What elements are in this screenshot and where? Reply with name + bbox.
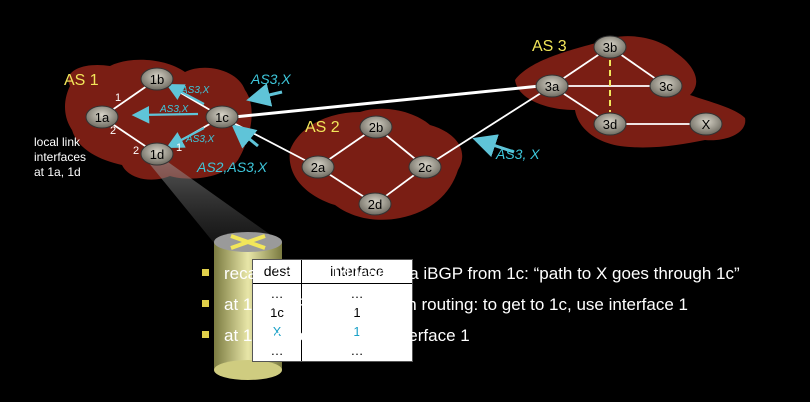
router-1a (85, 105, 119, 129)
router-2c (408, 155, 442, 179)
router-x-label: X (702, 117, 711, 132)
interface-header: interface (302, 260, 412, 284)
advert-as3x-outer: AS3,X (250, 71, 291, 87)
bullet-marker (202, 300, 209, 307)
zoom-beam (148, 162, 282, 243)
router-3a-label: 3a (545, 79, 560, 94)
as2-label: AS 2 (305, 119, 340, 136)
side-note-line2: interfaces (34, 150, 86, 164)
table-row-dest: X (272, 324, 282, 339)
ibgp-arrows (131, 83, 205, 149)
table-row-dest: 1c (270, 305, 284, 320)
dest-header: dest (253, 260, 301, 284)
if-1d-1: 1 (176, 142, 182, 154)
as1-region (65, 59, 252, 180)
router-1a-label: 1a (95, 110, 110, 125)
if-1d-2: 2 (133, 145, 139, 157)
as3-region (515, 36, 746, 148)
router-2d (358, 192, 392, 216)
router-1b-label: 1b (150, 72, 164, 87)
side-note-line1: local link (34, 135, 81, 149)
as2-region (289, 108, 463, 220)
bullet-marker (202, 269, 209, 276)
router-3b (593, 35, 627, 59)
advert-arrows (231, 83, 515, 158)
bullet-text: at 1d: OSPF intra-domain routing: to get… (224, 295, 688, 314)
advert-as3x-1b: AS3,X (180, 85, 210, 96)
bullet-list: recall: 1a, 1b, 1d learn via iBGP from 1… (202, 258, 802, 351)
advert-as3x-1a: AS3,X (159, 104, 189, 115)
router-2a (301, 155, 335, 179)
forwarding-table: dest … 1c X … interface … 1 1 … (252, 259, 413, 362)
if-1a-2: 2 (110, 125, 116, 137)
bullet-item: at 1d: OSPF intra-domain routing: to get… (202, 289, 802, 320)
table-row-dest: … (270, 286, 284, 301)
router-1b (140, 67, 174, 91)
router-3d-label: 3d (603, 117, 617, 132)
router-2c-label: 2c (418, 160, 432, 175)
bullet-text: recall: 1a, 1b, 1d learn via iBGP from 1… (224, 264, 740, 283)
as1-label: AS 1 (64, 72, 99, 89)
if-1a-1: 1 (115, 92, 121, 104)
bullet-marker (202, 331, 209, 338)
table-row-dest: … (270, 343, 284, 358)
inter-as-links (233, 84, 541, 119)
router-2b (359, 115, 393, 139)
router-1d (140, 142, 174, 166)
link-2c-3a (424, 85, 553, 168)
router-2d-label: 2d (368, 197, 382, 212)
side-note-line3: at 1a, 1d (34, 165, 81, 179)
router-3c (649, 74, 683, 98)
interface-column: interface … 1 1 … (302, 260, 412, 361)
router-3b-label: 3b (603, 40, 617, 55)
router-2b-label: 2b (369, 120, 383, 135)
table-row-interface: … (350, 286, 364, 301)
advert-as3x-2c: AS3, X (495, 146, 540, 162)
router-2a-label: 2a (311, 160, 326, 175)
table-row-interface: … (350, 343, 364, 358)
advert-as3x-1d: AS3,X (185, 134, 215, 145)
router-1c (205, 105, 239, 129)
router-3a (535, 74, 569, 98)
table-row-interface: 1 (353, 324, 361, 339)
bullet-item: at 1d: to get to X, use interface 1 (202, 320, 802, 351)
dest-column: dest … 1c X … (253, 260, 302, 361)
bullet-item: recall: 1a, 1b, 1d learn via iBGP from 1… (202, 258, 802, 289)
table-row-interface: 1 (353, 305, 361, 320)
router-1d-label: 1d (150, 147, 164, 162)
router-1c-label: 1c (215, 110, 229, 125)
router-3d (593, 112, 627, 136)
router-x (689, 112, 723, 136)
as3-label: AS 3 (532, 38, 567, 55)
bullet-text: at 1d: to get to X, use interface 1 (224, 326, 470, 345)
router-3c-label: 3c (659, 79, 673, 94)
advert-as2as3x: AS2,AS3,X (196, 159, 268, 175)
